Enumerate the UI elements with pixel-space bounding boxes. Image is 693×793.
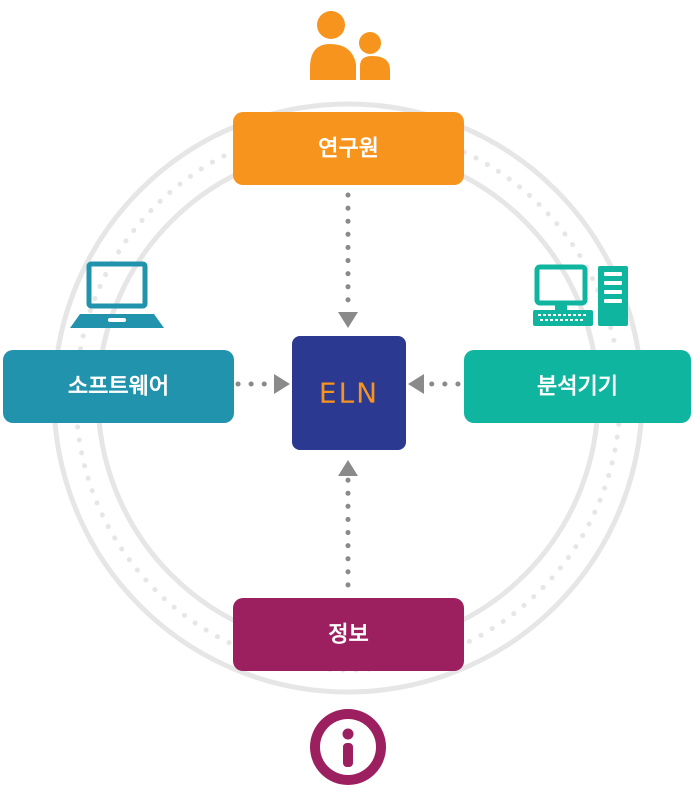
info-icon	[310, 709, 386, 785]
information-label: 정보	[328, 623, 368, 648]
arrow-software-to-eln	[235, 374, 290, 394]
desktop-computer-icon	[533, 264, 628, 326]
software-label: 소프트웨어	[68, 375, 169, 400]
arrow-instrument-to-eln	[408, 374, 461, 394]
laptop-icon	[70, 261, 164, 328]
eln-label: ELN	[319, 377, 379, 410]
eln-box	[292, 336, 406, 450]
information-box	[233, 598, 464, 671]
software-box	[3, 350, 234, 423]
researcher-label: 연구원	[318, 137, 379, 162]
information-node[interactable]: 정보	[233, 598, 464, 671]
arrow-researcher-to-eln	[338, 192, 358, 328]
researcher-box	[233, 112, 464, 185]
arrow-info-to-eln	[338, 460, 358, 588]
software-node[interactable]: 소프트웨어	[3, 350, 234, 423]
researcher-node[interactable]: 연구원	[233, 112, 464, 185]
instrument-label: 분석기기	[537, 375, 618, 400]
people-icon	[310, 11, 390, 80]
instrument-box	[464, 350, 691, 423]
instrument-node[interactable]: 분석기기	[464, 350, 691, 423]
eln-core-node[interactable]: ELN	[292, 336, 406, 450]
